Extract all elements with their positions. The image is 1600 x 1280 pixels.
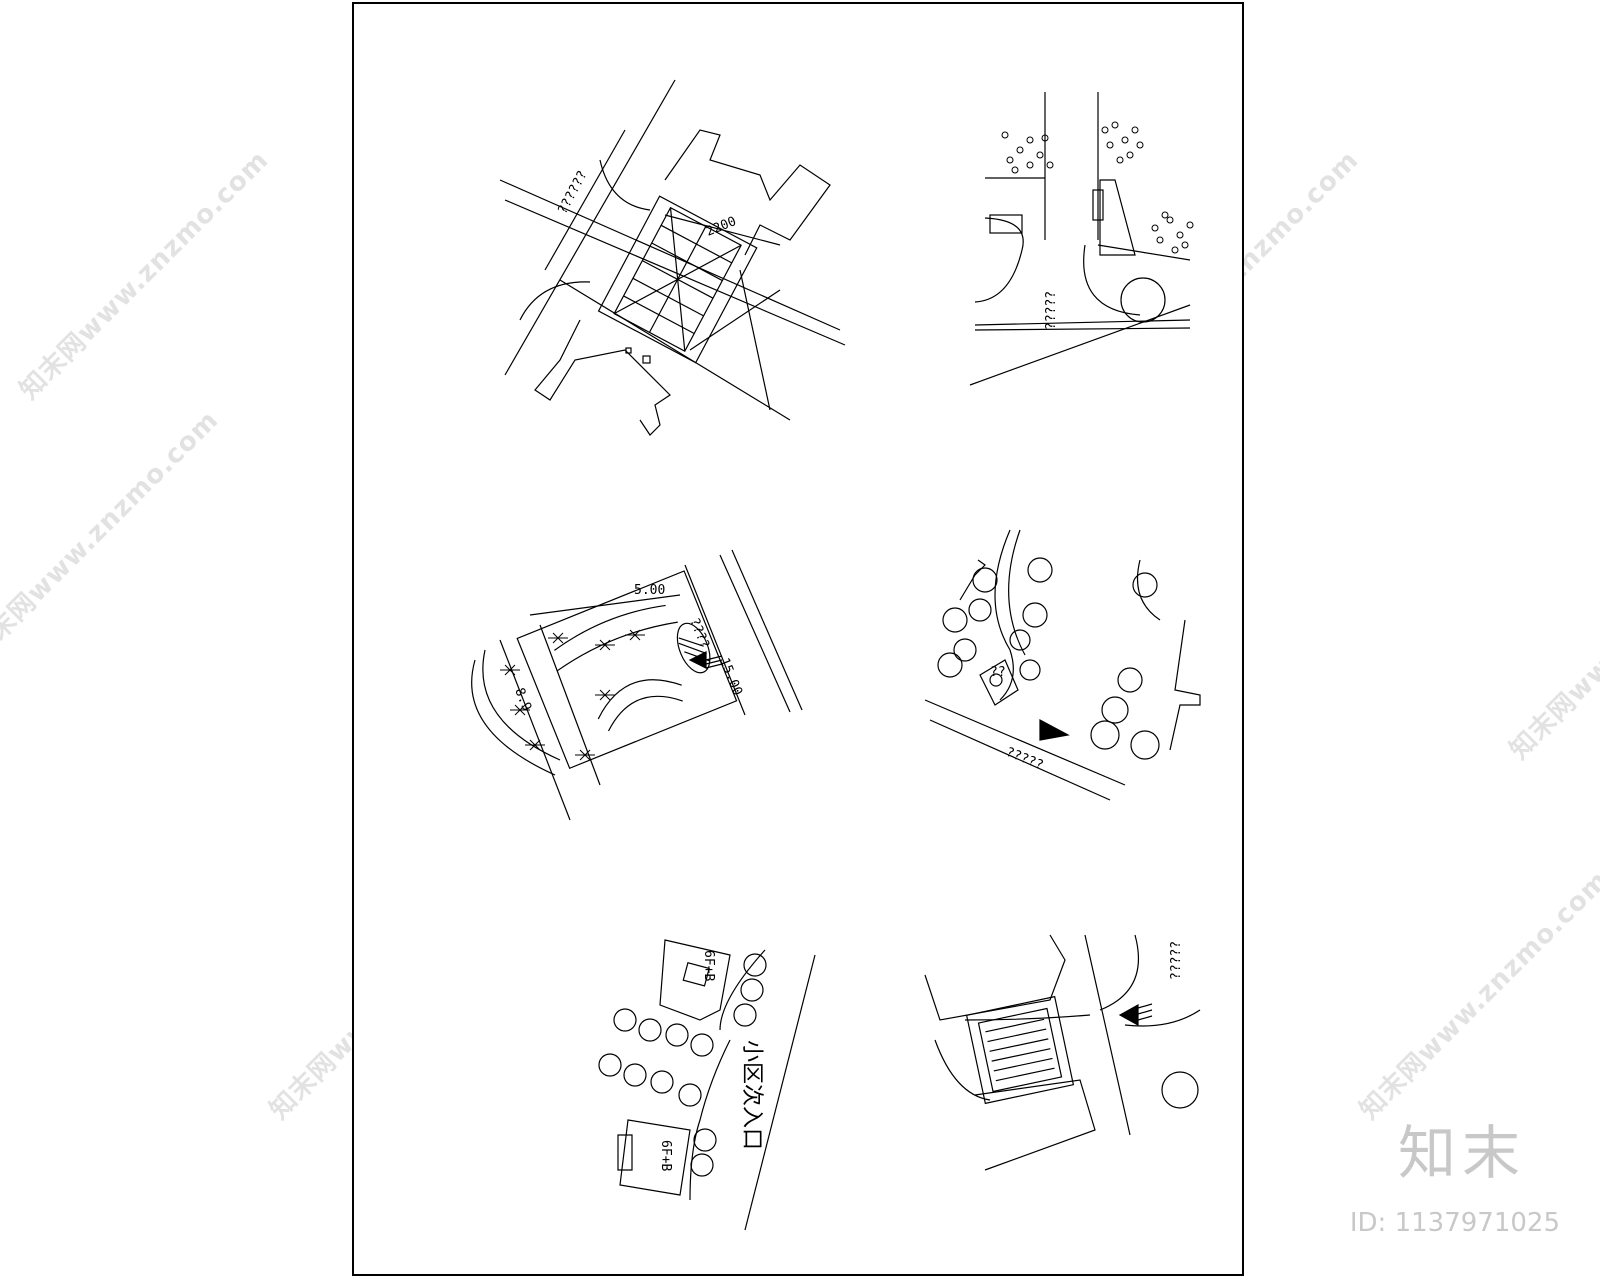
tree-cluster: [1001, 121, 1194, 254]
dimension-label: 5.00: [634, 583, 665, 598]
road-label: ?????: [1044, 291, 1059, 330]
brand-id: ID: 1137971025: [1349, 1208, 1560, 1238]
drawing-sheet: [352, 2, 1244, 1276]
tag-label: ??: [990, 665, 1006, 680]
brand-logo: 知末: [1397, 1119, 1526, 1187]
tree-circles: [598, 953, 767, 1177]
plan-mid-right: ????? ??: [924, 529, 1201, 801]
plan-bottom-right: ?????: [924, 934, 1201, 1171]
plan-mid-left: 5.00 15.00 8.9 ????: [471, 549, 803, 821]
building-label: 6F+B: [701, 950, 716, 981]
palm-trees: [500, 629, 645, 761]
tree-circles: [937, 557, 1160, 760]
road-label: ??????: [555, 168, 590, 217]
entrance-label: 小区次入口: [739, 1040, 764, 1150]
plan-top-left: 2200 ??????: [499, 79, 846, 436]
dimension-label: 15.00: [716, 656, 745, 698]
dimension-label: 8.9: [511, 686, 534, 713]
road-label: ?????: [1169, 941, 1184, 980]
plan-bottom-left: 6F+B 6F+B 小区次入口: [598, 939, 816, 1231]
building-label: 6F+B: [658, 1140, 673, 1171]
road-label: ????: [686, 616, 712, 651]
plan-top-right: ?????: [969, 92, 1194, 386]
